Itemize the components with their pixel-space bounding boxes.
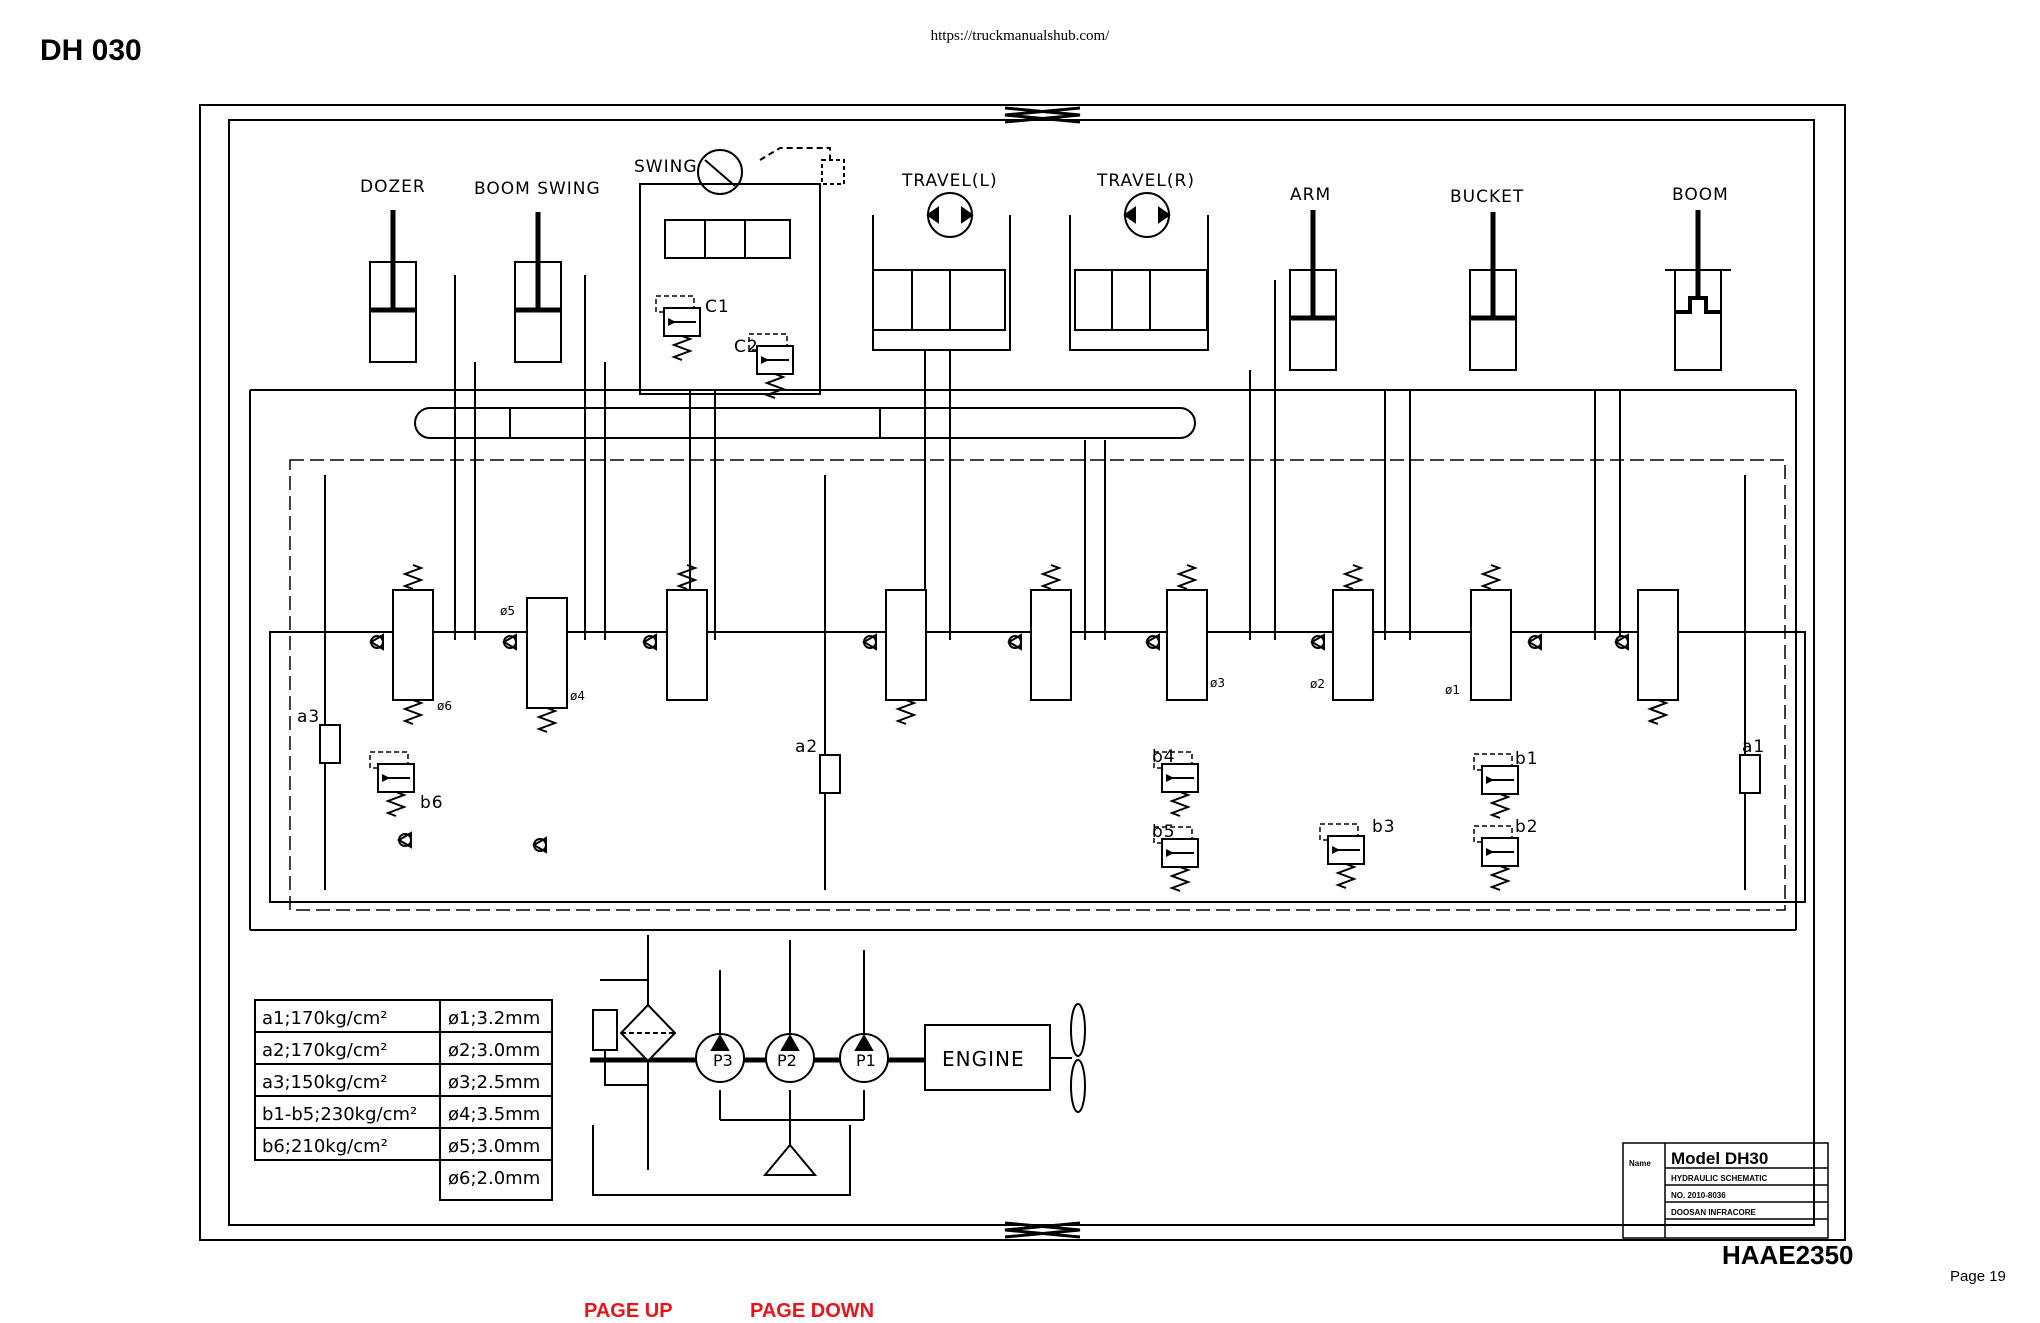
document-id: DH 030 [40, 34, 142, 67]
label-engine: ENGINE [942, 1047, 1025, 1071]
label-a2: a2 [795, 737, 818, 757]
pressure-b1-b5: b1-b5;230kg/cm² [262, 1104, 417, 1125]
control-valves [392, 564, 1679, 733]
label-boom: BOOM [1672, 185, 1729, 205]
label-c1: C1 [705, 297, 730, 317]
label-travel-right: TRAVEL(R) [1096, 171, 1195, 191]
label-o3: ø3 [1210, 676, 1225, 690]
orifice-6: ø6;2.0mm [448, 1168, 540, 1189]
drawing-number: HAAE2350 [1722, 1240, 1854, 1270]
page-down-link[interactable]: PAGE DOWN [750, 1300, 875, 1322]
label-p2: P2 [777, 1051, 797, 1070]
label-p1: P1 [856, 1051, 876, 1070]
motor-circuits [664, 215, 1209, 351]
pressure-a2: a2;170kg/cm² [262, 1040, 387, 1061]
label-b4: b4 [1152, 747, 1176, 767]
label-arm: ARM [1290, 185, 1331, 205]
lower-valve-labels: a3 a2 a1 b1 b2 b3 b4 b5 b6 ø1 ø2 ø3 ø4 ø… [297, 604, 1765, 842]
title-model: Model DH30 [1671, 1149, 1768, 1168]
label-swing: SWING [634, 157, 698, 177]
label-o1: ø1 [1445, 683, 1460, 697]
pressure-values: a1;170kg/cm² a2;170kg/cm² a3;150kg/cm² b… [262, 1008, 417, 1157]
source-url: https://truckmanualshub.com/ [930, 28, 1110, 44]
label-o5: ø5 [500, 604, 515, 618]
power-unit [590, 935, 1086, 1196]
pressure-a3: a3;150kg/cm² [262, 1072, 387, 1093]
orifice-2: ø2;3.0mm [448, 1040, 540, 1061]
label-a1: a1 [1742, 737, 1765, 757]
label-travel-left: TRAVEL(L) [901, 171, 998, 191]
title-name-label: Name [1629, 1159, 1651, 1168]
label-b1: b1 [1515, 749, 1539, 769]
label-b6: b6 [420, 793, 444, 813]
title-block [1622, 1142, 1829, 1239]
pressure-b6: b6;210kg/cm² [262, 1136, 388, 1157]
valve-labels: C1 C2 [705, 297, 759, 357]
label-c2: C2 [734, 337, 759, 357]
label-b3: b3 [1372, 817, 1396, 837]
label-bucket: BUCKET [1450, 187, 1524, 207]
orifice-5: ø5;3.0mm [448, 1136, 540, 1157]
page-number: Page 19 [1950, 1268, 2006, 1285]
label-a3: a3 [297, 707, 320, 727]
orifice-values: ø1;3.2mm ø2;3.0mm ø3;2.5mm ø4;3.5mm ø5;3… [448, 1008, 540, 1189]
manifold [249, 389, 1806, 931]
title-schematic: HYDRAULIC SCHEMATIC [1671, 1174, 1768, 1183]
orifice-1: ø1;3.2mm [448, 1008, 540, 1029]
label-p3: P3 [713, 1051, 733, 1070]
label-o4: ø4 [570, 689, 585, 703]
title-company: DOOSAN INFRACORE [1671, 1208, 1757, 1217]
orifice-4: ø4;3.5mm [448, 1104, 540, 1125]
drawing-frame [199, 104, 1846, 1241]
cylinders [369, 210, 1731, 371]
label-b2: b2 [1515, 817, 1539, 837]
pressure-a1: a1;170kg/cm² [262, 1008, 387, 1029]
pressure-table [254, 999, 553, 1201]
actuator-labels: DOZER BOOM SWING SWING TRAVEL(L) TRAVEL(… [360, 157, 1729, 207]
feed-lines [324, 275, 1746, 890]
label-o2: ø2 [1310, 677, 1325, 691]
orifice-3: ø3;2.5mm [448, 1072, 540, 1093]
label-o6: ø6 [437, 699, 452, 713]
page-up-link[interactable]: PAGE UP [584, 1300, 673, 1322]
motors [639, 147, 1171, 395]
label-dozer: DOZER [360, 177, 426, 197]
title-number: NO. 2010-8036 [1671, 1191, 1726, 1200]
label-boom-swing: BOOM SWING [474, 179, 601, 199]
label-b5: b5 [1152, 822, 1176, 842]
